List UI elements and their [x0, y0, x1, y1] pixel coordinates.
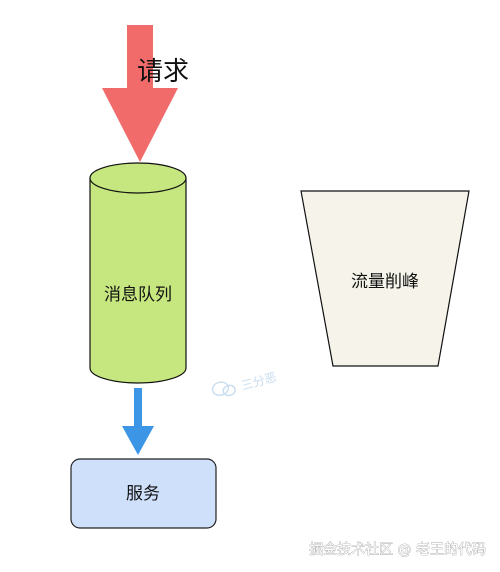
request-arrow: [102, 25, 178, 162]
chat-bubble-icon: [211, 381, 236, 397]
cylinder-top: [89, 162, 187, 194]
service-label: 服务: [126, 484, 160, 504]
message-queue-label: 消息队列: [104, 285, 172, 305]
arrow-shaft: [134, 388, 142, 428]
queue-to-service-arrow: [122, 388, 154, 455]
peak-shaving-trapezoid: 流量削峰: [300, 190, 470, 367]
trapezoid-shape: [300, 190, 470, 367]
arrow-head: [122, 426, 154, 455]
watermark-text: 三分恶: [240, 370, 278, 393]
service-rect: [70, 458, 217, 529]
cylinder-body: [89, 178, 187, 384]
request-label: 请求: [137, 57, 189, 87]
service-box: 服务: [70, 458, 217, 529]
peak-shaving-label: 流量削峰: [351, 272, 419, 292]
message-queue-cylinder: 消息队列: [89, 162, 187, 384]
watermark: 三分恶: [211, 370, 278, 397]
footer-attribution: 掘金技术社区 @ 老王的代码: [309, 542, 486, 558]
